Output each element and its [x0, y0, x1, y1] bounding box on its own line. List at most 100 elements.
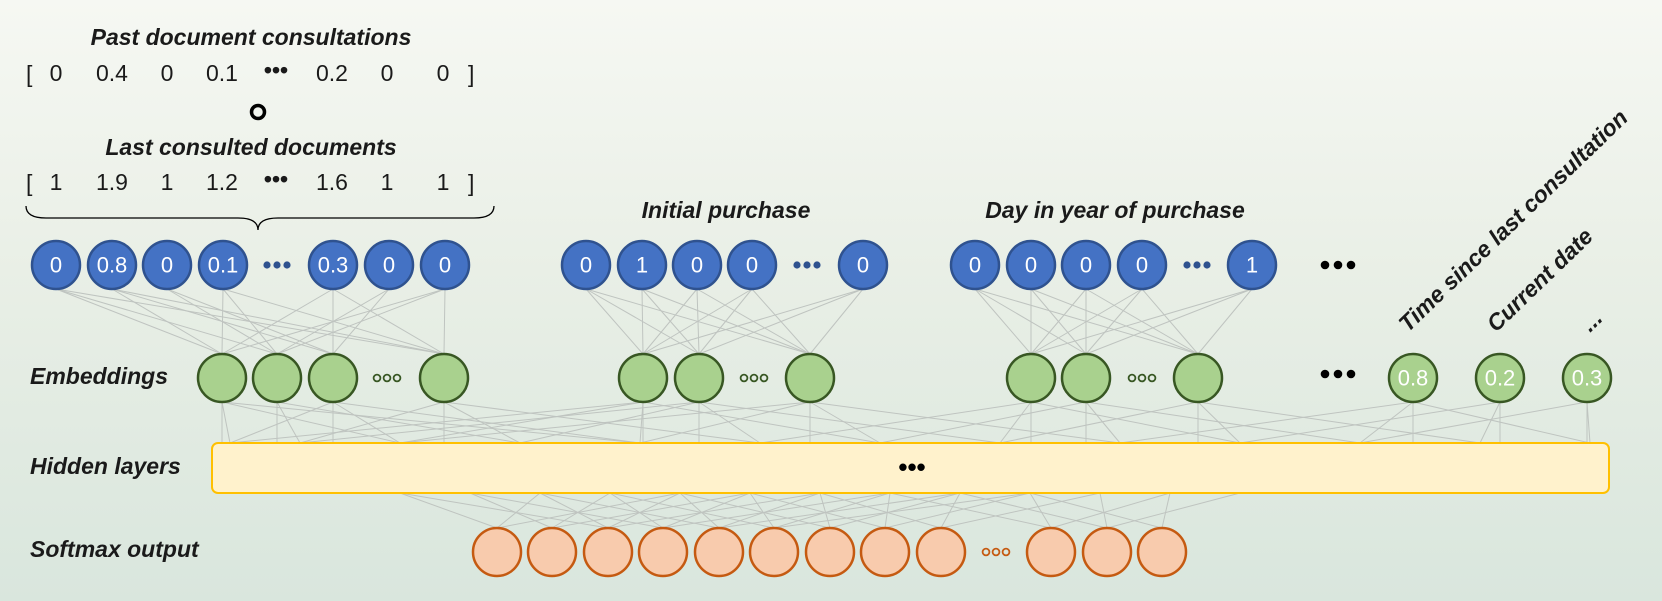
- softmax-output-node-circle: [915, 526, 967, 578]
- edge-input-embedding: [974, 288, 1032, 355]
- vector-ellipsis: •••: [264, 57, 288, 83]
- hidden-layers-box: [211, 442, 1610, 494]
- initial-purchase-input-node: 0: [726, 239, 778, 291]
- initial-purchase-input-node-circle: [616, 239, 668, 291]
- embedding-node-circle: [1060, 352, 1112, 404]
- edge-hidden-output: [609, 492, 664, 529]
- edge-hidden-output: [469, 492, 664, 529]
- edge-hidden-output: [551, 492, 751, 529]
- ellipsis-dot: [803, 261, 811, 269]
- vector-value: 0: [381, 60, 394, 86]
- edge-embedding-hidden: [1197, 401, 1481, 444]
- numeric-input-node-circle: [1474, 352, 1526, 404]
- edge-embedding-hidden: [698, 401, 1001, 444]
- initial-purchase-input-node-value: 0: [580, 253, 592, 278]
- softmax-output-node-circle: [526, 526, 578, 578]
- edge-hidden-output: [889, 492, 1052, 529]
- extra-feature-ellipsis-label: ...: [1575, 305, 1607, 337]
- consultation-input-node-circle: [30, 239, 82, 291]
- day-in-year-input-node-value: 0: [1136, 253, 1148, 278]
- edge-input-embedding: [1085, 288, 1143, 355]
- edge-hidden-output: [607, 492, 821, 529]
- edge-hidden-output: [940, 492, 1101, 529]
- consultation-input-node: 0.3: [307, 239, 359, 291]
- embeddings-label: Embeddings: [30, 363, 168, 389]
- consultation-input-node-value: 0.3: [318, 253, 349, 278]
- consultation-input-node: 0: [363, 239, 415, 291]
- vector-ellipsis: •••: [264, 166, 288, 192]
- softmax-output-node: [915, 526, 967, 578]
- last-consulted-title: Last consulted documents: [105, 134, 396, 160]
- softmax-output-node: [804, 526, 856, 578]
- edge-input-embedding: [1030, 288, 1087, 355]
- consultation-input-node-value: 0: [383, 253, 395, 278]
- day-in-year-input-node: 0: [949, 239, 1001, 291]
- consultation-input-node-circle: [141, 239, 193, 291]
- softmax-output-label: Softmax output: [30, 536, 200, 562]
- open-bracket: [: [26, 170, 33, 196]
- ellipsis-dot: [1001, 547, 1011, 557]
- edge-embedding-hidden: [1197, 401, 1241, 444]
- edge-hidden-output: [679, 492, 831, 529]
- edge-hidden-output: [609, 492, 775, 529]
- softmax-output-node: [582, 526, 634, 578]
- edge-input-embedding: [55, 288, 223, 355]
- consultation-input-node-circle: [197, 239, 249, 291]
- softmax-output-node-circle: [748, 526, 800, 578]
- edge-embedding-hidden: [443, 401, 521, 444]
- embedding-node: [617, 352, 669, 404]
- edge-hidden-output: [749, 492, 886, 529]
- vector-value: 1: [437, 169, 450, 195]
- edge-embedding-hidden: [1030, 401, 1241, 444]
- initial-purchase-input-node-value: 0: [746, 253, 758, 278]
- day-in-year-input-node-value: 0: [1080, 253, 1092, 278]
- edge-input-embedding: [642, 288, 698, 355]
- edge-hidden-output: [1050, 492, 1171, 529]
- embedding-node: [673, 352, 725, 404]
- edge-input-embedding: [809, 288, 864, 355]
- embedding-node-circle: [1172, 352, 1224, 404]
- consultation-input-node-circle: [307, 239, 359, 291]
- day-in-year-input-node: 0: [1005, 239, 1057, 291]
- ellipsis-dot: [283, 261, 291, 269]
- consultation-input-node: 0: [141, 239, 193, 291]
- numeric-input-node: 0.8: [1387, 352, 1439, 404]
- edge-input-embedding: [221, 288, 446, 355]
- edge-hidden-output: [773, 492, 891, 529]
- edge-hidden-output: [399, 492, 609, 529]
- edge-embedding-hidden: [759, 401, 1032, 444]
- edge-input-embedding: [443, 288, 446, 355]
- embedding-node: [418, 352, 470, 404]
- edge-input-embedding: [642, 288, 753, 355]
- embedding-node-circle: [617, 352, 669, 404]
- numeric-input-node-circle: [1387, 352, 1439, 404]
- edge-embedding-hidden: [999, 401, 1199, 444]
- ellipsis-dot: [759, 373, 769, 383]
- vector-value: 0.1: [206, 60, 238, 86]
- more-embeddings-ellipsis: [1320, 369, 1356, 379]
- edge-input-embedding: [332, 288, 445, 355]
- consultation-input-node-value: 0.1: [208, 253, 239, 278]
- close-bracket: ]: [468, 170, 474, 196]
- edge-embedding-hidden: [276, 401, 521, 444]
- edge-embedding-hidden: [332, 401, 401, 444]
- edge-embedding-hidden: [1119, 401, 1414, 444]
- consultation-input-node-value: 0.8: [97, 253, 128, 278]
- close-bracket: ]: [468, 61, 474, 87]
- vector-value: 0: [437, 60, 450, 86]
- embedding-node: [196, 352, 248, 404]
- edge-input-embedding: [276, 288, 446, 355]
- embedding-ellipsis: [1127, 373, 1157, 383]
- more-inputs-ellipsis: [1320, 260, 1356, 270]
- edge-embedding-hidden: [221, 401, 231, 444]
- edge-embedding-hidden: [221, 401, 641, 444]
- ellipsis-dot: [1320, 369, 1330, 379]
- day-in-year-input-node-circle: [1005, 239, 1057, 291]
- edge-hidden-output: [551, 492, 611, 529]
- consultation-input-ellipsis: [263, 261, 291, 269]
- edge-hidden-output: [1106, 492, 1241, 529]
- ellipsis-dot: [1346, 260, 1356, 270]
- edge-embedding-hidden: [1412, 401, 1591, 444]
